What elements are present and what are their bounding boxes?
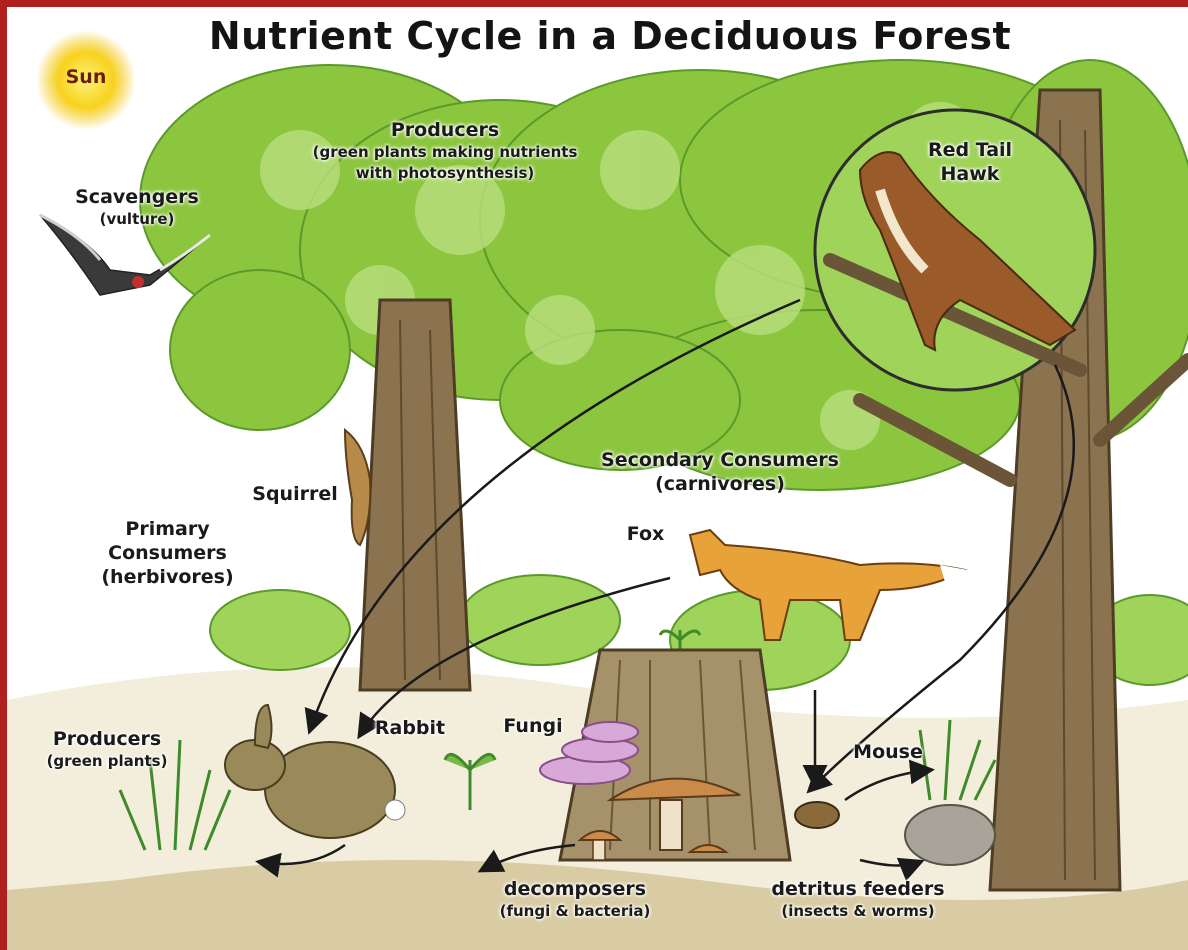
- decomposers-label: decomposers (fungi & bacteria): [480, 877, 670, 922]
- left-tree-trunk: [360, 300, 470, 690]
- producers-bottom-label: Producers (green plants): [32, 727, 182, 772]
- rabbit-label: Rabbit: [370, 716, 450, 740]
- scavengers-label: Scavengers (vulture): [62, 185, 212, 230]
- squirrel-icon: [345, 430, 370, 545]
- mouse-icon: [795, 802, 839, 828]
- secondary-consumers-label: Secondary Consumers (carnivores): [590, 448, 850, 496]
- mouse-label: Mouse: [848, 740, 928, 764]
- primary-consumers-label: Primary Consumers (herbivores): [95, 517, 240, 589]
- rock-icon: [905, 805, 995, 865]
- diagram-title: Nutrient Cycle in a Deciduous Forest: [180, 14, 1040, 58]
- fungi-label: Fungi: [498, 714, 568, 738]
- detritus-feeders-label: detritus feeders (insects & worms): [758, 877, 958, 922]
- producers-top-label: Producers (green plants making nutrients…: [285, 118, 605, 184]
- red-tail-hawk-label: Red Tail Hawk: [910, 138, 1030, 186]
- fox-label: Fox: [618, 522, 673, 546]
- squirrel-label: Squirrel: [245, 482, 345, 506]
- sun-label: Sun: [63, 66, 109, 88]
